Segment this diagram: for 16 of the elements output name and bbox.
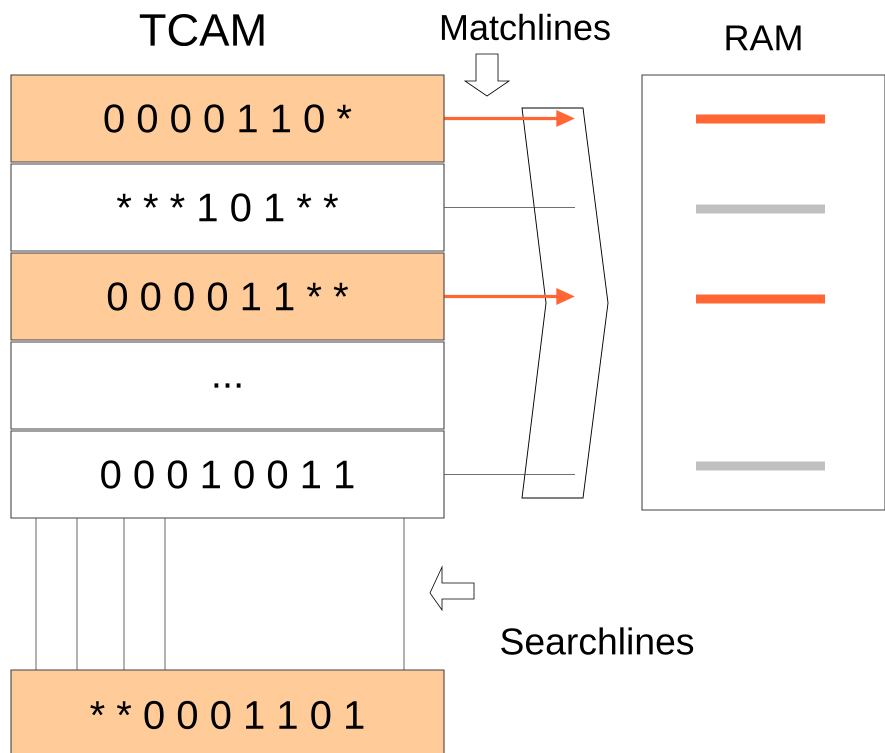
matchline (444, 474, 576, 475)
search-key-box: * * 0 0 0 1 1 0 1 (10, 669, 445, 753)
tcam-row: 0 0 0 1 0 0 1 1 (10, 430, 445, 519)
tcam-row: 0 0 0 0 1 1 0 * (10, 74, 445, 163)
priority-encoder-shape (521, 108, 608, 498)
tcam-row: 0 0 0 0 1 1 * * (10, 252, 445, 341)
title: TCAM (140, 14, 264, 46)
searchline (164, 518, 166, 670)
tcam-row: ... (10, 341, 445, 430)
annotation: Searchlines (501, 627, 694, 655)
matchline (444, 207, 576, 208)
ram-box: RAM (641, 26, 885, 511)
tcam-row: * * * 1 0 1 * * (10, 163, 445, 252)
annotation: Matchlines (442, 14, 610, 40)
searchline (76, 518, 78, 670)
node-label: RAM (726, 26, 801, 50)
